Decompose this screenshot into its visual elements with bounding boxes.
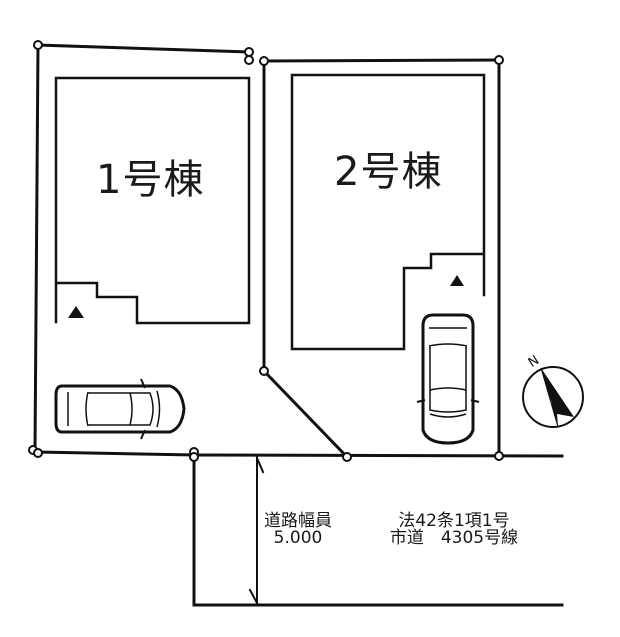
building-1-footprint: [54, 76, 251, 325]
road-info-block: 法42条1項1号 市道 4305号線: [374, 513, 534, 547]
building-2-label: 2号棟: [334, 149, 443, 195]
road-width-value: 5.000: [273, 528, 323, 548]
north-arrow-icon: N: [522, 353, 584, 428]
road-width-block: 道路幅員 5.000: [258, 513, 338, 547]
entrance-marker-1-icon: [68, 306, 84, 318]
lot-1-boundary: [33, 43, 250, 457]
car-1-icon: [54, 378, 186, 440]
building-1-label: 1号棟: [96, 157, 205, 203]
lot-2-boundary: [261, 58, 501, 460]
boundary-markers: [28, 40, 504, 462]
road-width-label: 道路幅員: [264, 511, 332, 531]
road-width-dimension: [248, 456, 265, 605]
road-legal-class: 法42条1項1号: [398, 511, 510, 531]
entrance-marker-2-icon: [450, 275, 464, 286]
road-name: 市道 4305号線: [389, 528, 519, 548]
building-2-footprint: [290, 73, 486, 351]
car-2-icon: [416, 313, 480, 445]
compass-n-label: N: [526, 353, 542, 371]
